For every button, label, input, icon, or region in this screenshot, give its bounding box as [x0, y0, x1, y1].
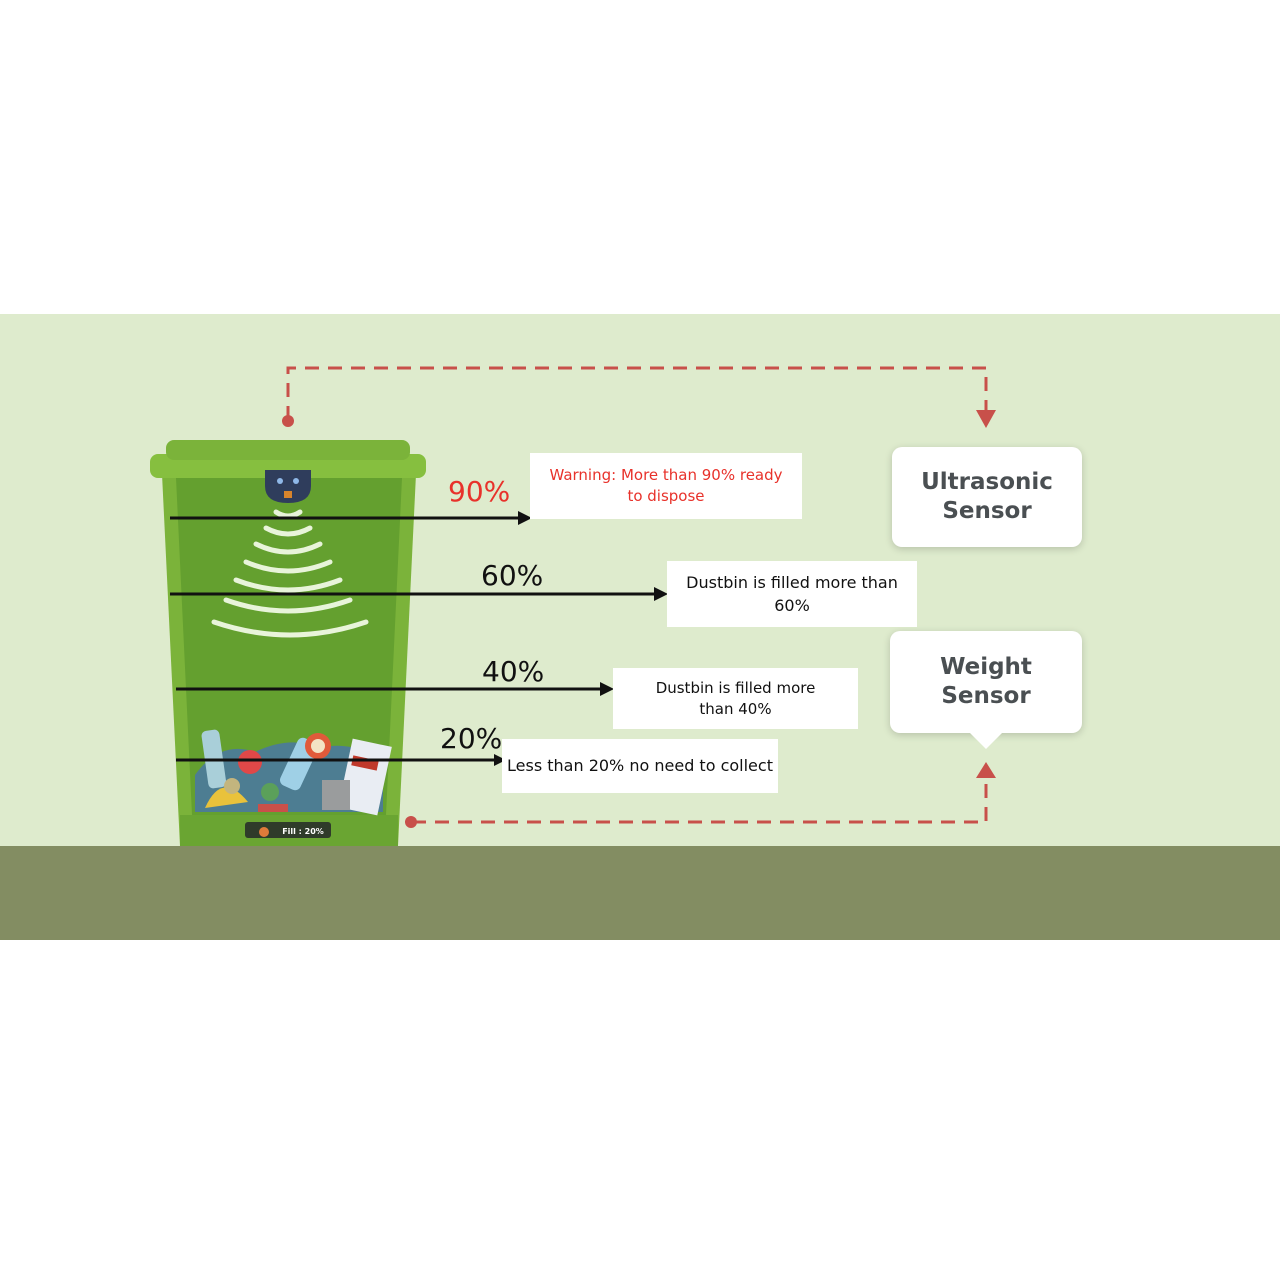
fill-display-label: Fill : 20%	[282, 827, 324, 836]
ground-strip	[0, 846, 1280, 940]
level-arrow-60	[170, 587, 668, 601]
ultrasonic-sensor-card: Ultrasonic Sensor	[892, 447, 1082, 547]
level-90-note: Warning: More than 90% ready to dispose	[530, 453, 802, 519]
connector-dot-top	[282, 415, 294, 427]
level-60-note: Dustbin is filled more than 60%	[667, 561, 917, 627]
fill-display-gauge-icon	[259, 827, 269, 837]
ultrasonic-arrowhead-icon	[976, 410, 996, 428]
level-arrow-40	[176, 682, 614, 696]
level-60-percent: 60%	[481, 559, 544, 592]
level-arrow-20	[176, 754, 506, 766]
level-20-percent: 20%	[440, 722, 503, 755]
weight-arrowhead-icon	[976, 762, 996, 778]
ultrasonic-waves-icon	[211, 509, 369, 638]
level-arrow-90	[170, 511, 532, 525]
level-40-percent: 40%	[482, 655, 545, 688]
weight-connector	[412, 780, 988, 824]
level-40-note: Dustbin is filled more than 40%	[613, 668, 858, 729]
sensor-head-icon	[265, 470, 311, 503]
ultrasonic-connector	[286, 366, 988, 420]
weight-sensor-card: Weight Sensor	[890, 631, 1082, 733]
level-90-percent: 90%	[448, 475, 511, 508]
weight-card-pointer-icon	[968, 731, 1004, 749]
level-20-note: Less than 20% no need to collect	[502, 739, 778, 793]
connector-dot-bottom	[405, 816, 417, 828]
